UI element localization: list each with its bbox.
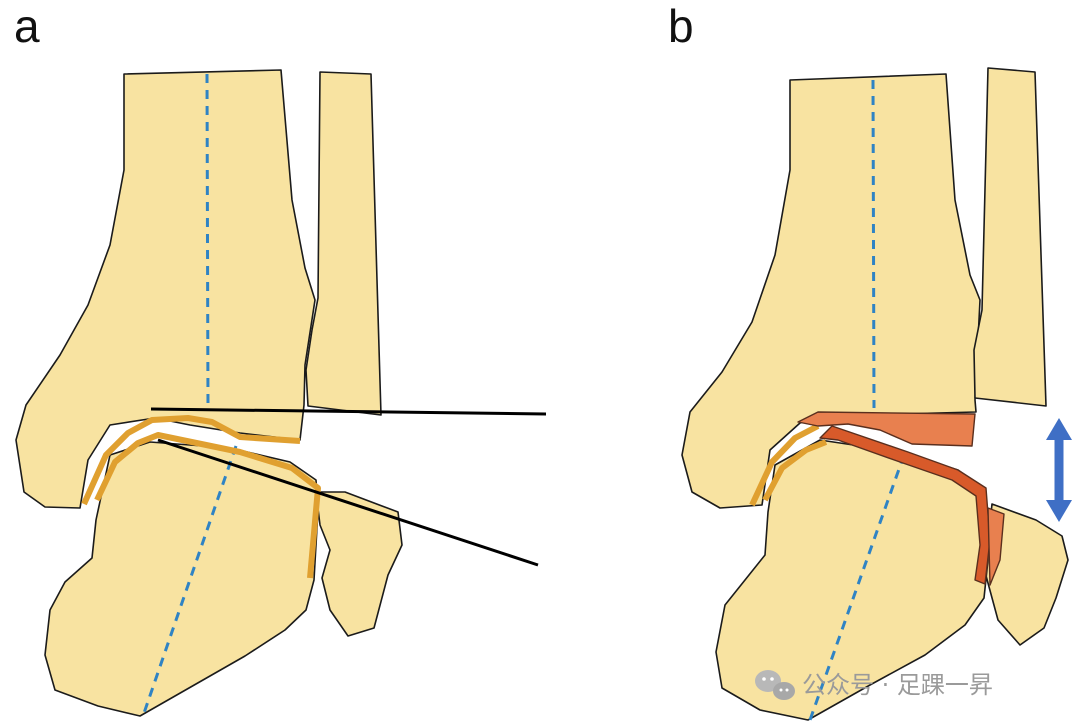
panel-b-malleolar-cartilage	[987, 507, 1005, 586]
panel-a-tibial-cartilage	[81, 415, 301, 506]
panel-b-talar-cartilage-medial	[762, 439, 828, 502]
panel-a-talar-cartilage	[94, 432, 321, 579]
panel-b-fibula-shaft	[973, 67, 1047, 407]
panel-a-tibial-axis	[205, 73, 210, 409]
panel-b-talar-cartilage-narrowed	[819, 425, 991, 585]
wechat-icon	[755, 670, 795, 700]
panel-a: a	[14, 0, 547, 717]
panel-a-lateral-malleolus	[315, 491, 403, 637]
panel-a-tibia	[15, 69, 316, 509]
panel-a-tibial-plafond-line	[150, 407, 547, 416]
panel-a-talar-dome-line	[157, 438, 539, 567]
watermark-text: 公众号 · 足踝一昇	[802, 671, 993, 699]
watermark: 公众号 · 足踝一昇	[755, 670, 993, 700]
panel-b-lateral-malleolus	[984, 503, 1069, 646]
panel-b-tibial-axis	[871, 79, 876, 409]
panel-a-talus	[44, 441, 319, 717]
panel-a-fibula-shaft	[305, 71, 382, 416]
panel-b-tibial-cartilage-medial	[749, 423, 820, 507]
panel-a-label: a	[14, 0, 40, 52]
panel-b-label: b	[668, 0, 694, 52]
panel-b: b	[668, 0, 1072, 721]
panel-b-tibia	[681, 73, 981, 509]
panel-b-gap-arrow	[1046, 418, 1072, 522]
panel-b-tibial-cartilage-narrowed	[797, 411, 976, 447]
